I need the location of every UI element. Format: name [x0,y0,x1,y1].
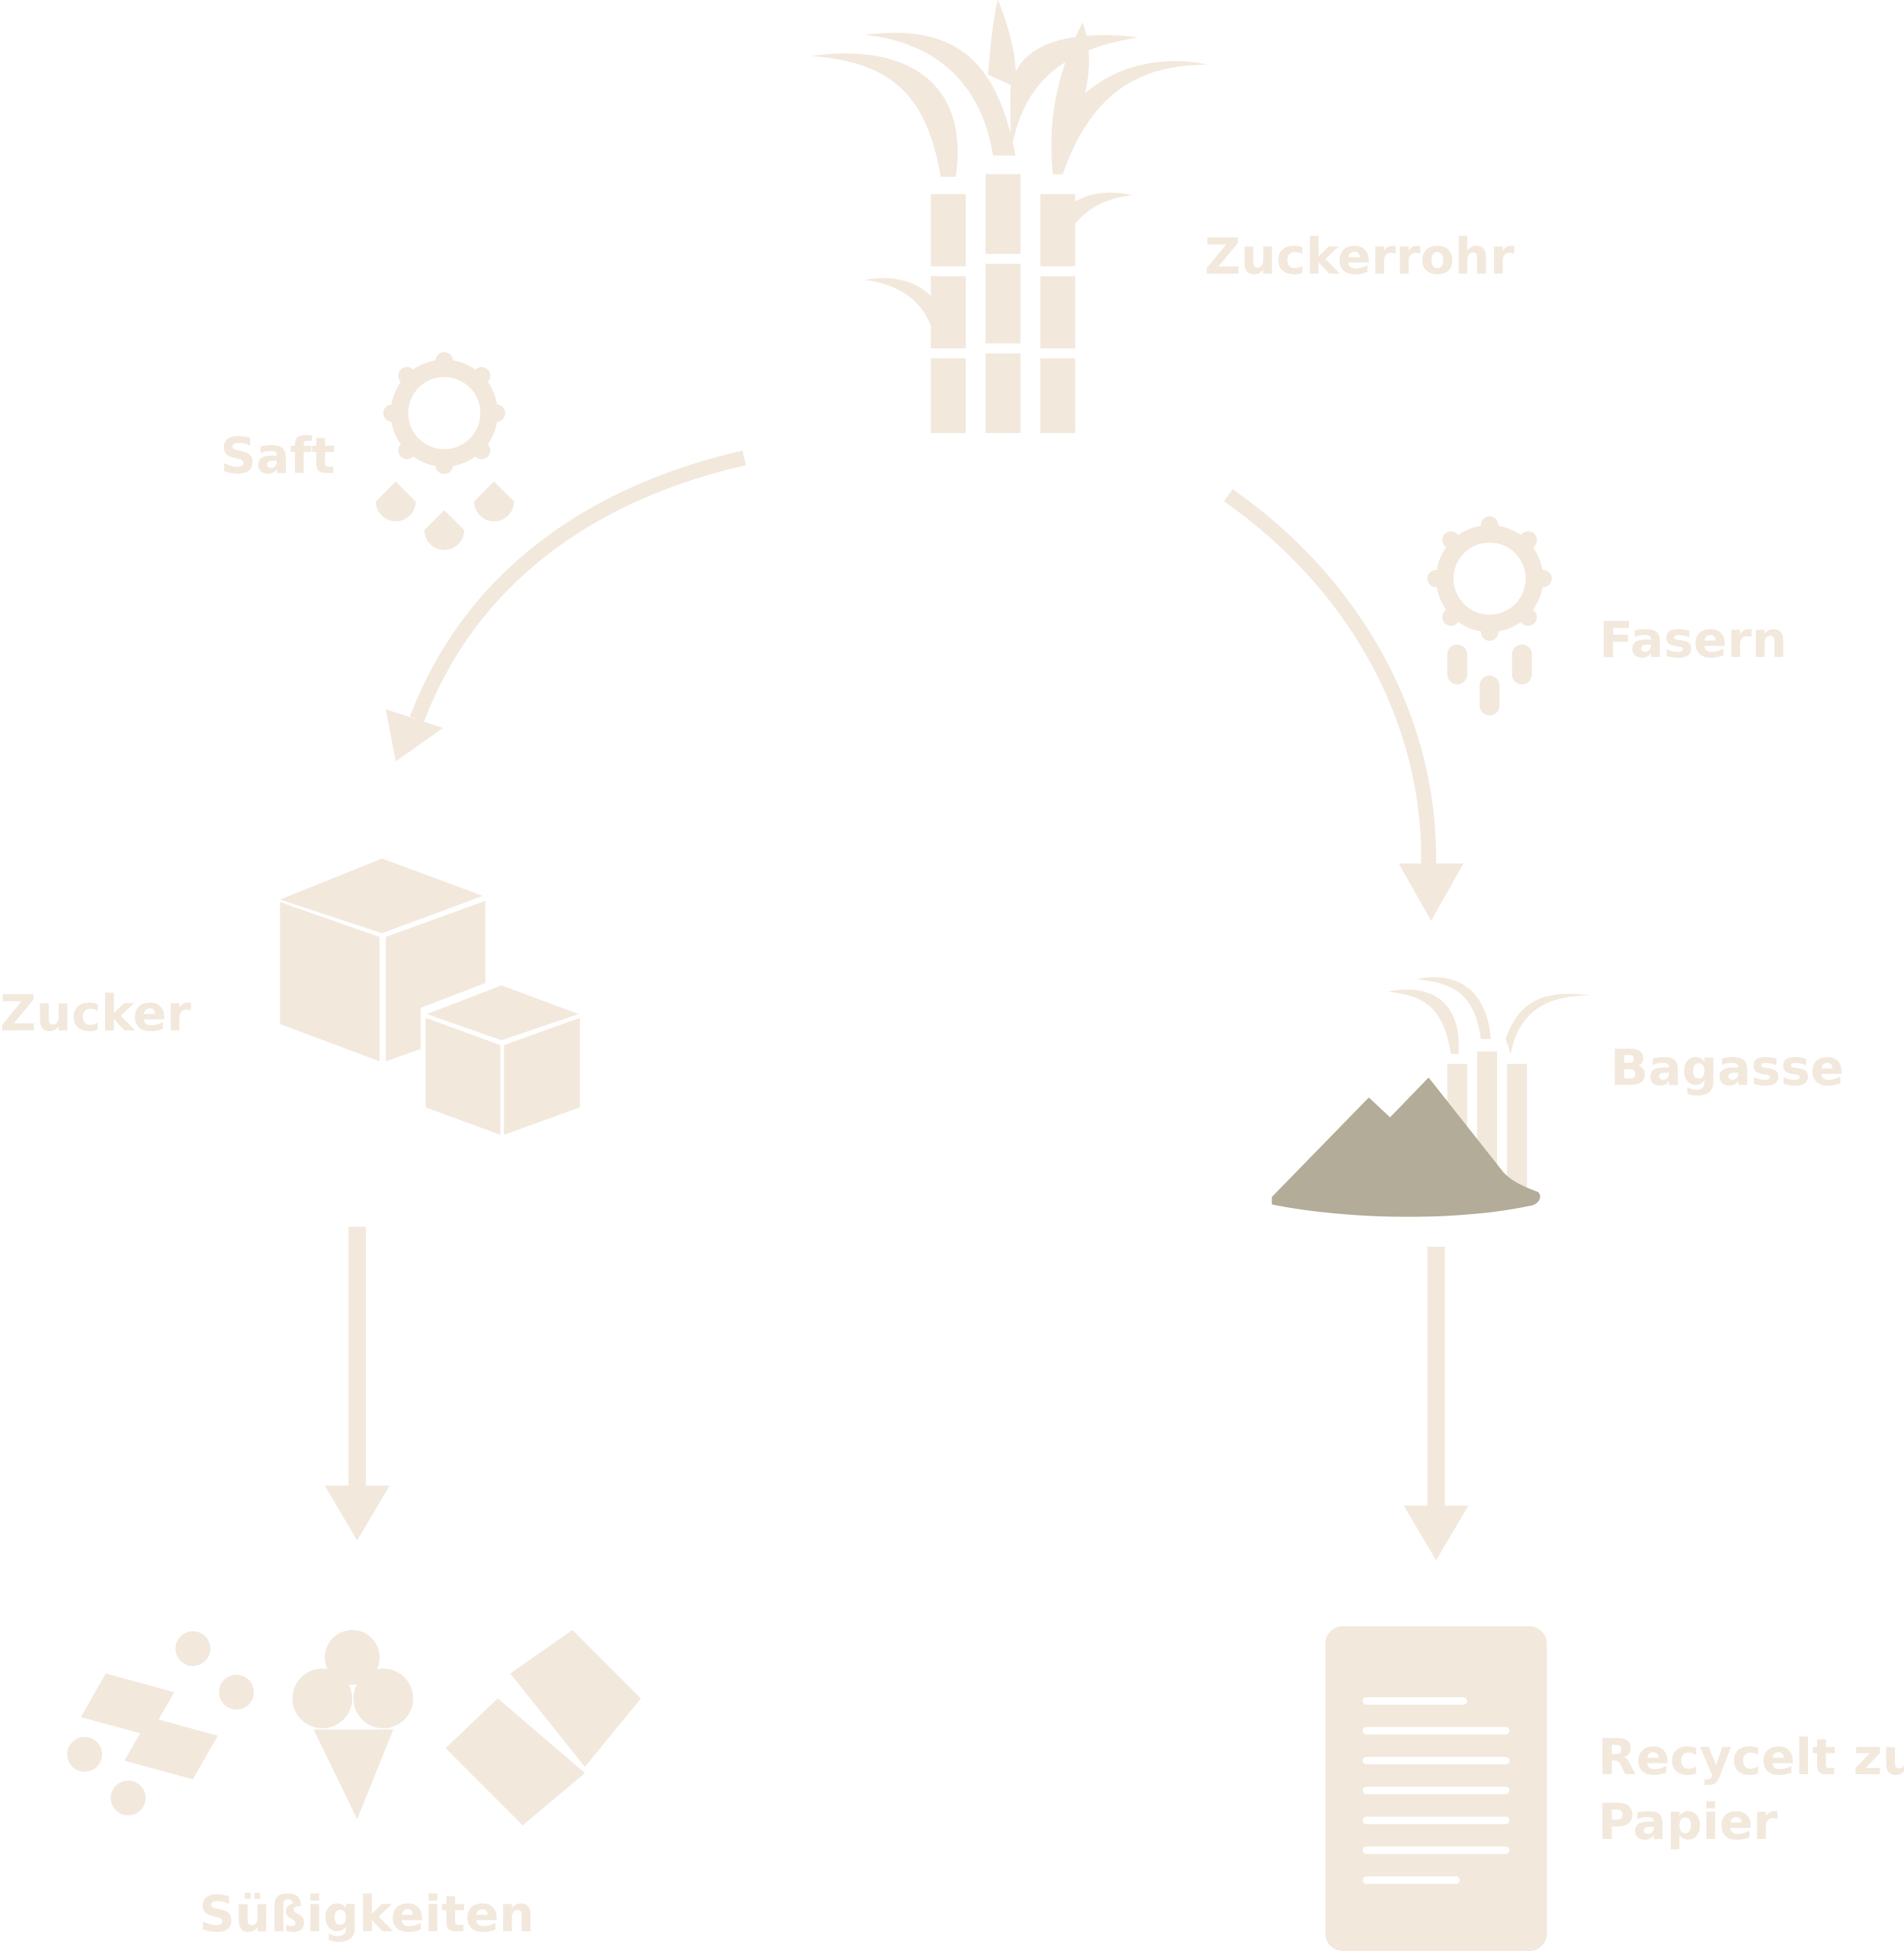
label-fasern: Fasern [1599,611,1787,669]
paper-icon [1325,1626,1547,1951]
gear-fibers-icon [1427,516,1552,716]
sugarcane-icon [811,0,1207,434]
label-recycelt-line2: Papier [1598,1793,1778,1851]
label-recycelt-line1: Recycelt zu [1598,1728,1904,1786]
arrow-sugar-to-sweets [325,1226,390,1541]
bagasse-pile-icon [1271,977,1591,1217]
label-bagasse: Bagasse [1611,1040,1845,1097]
label-suessigkeiten: Süßigkeiten [199,1885,534,1943]
arrow-cane-to-sugar [386,450,746,762]
arrow-bagasse-to-paper [1403,1246,1469,1561]
label-zucker: Zucker [0,985,191,1043]
gear-drops-icon [376,352,514,550]
sugar-cubes-icon [280,858,580,1135]
candy-icon [67,1631,255,1816]
arrow-cane-to-bagasse [1223,489,1464,921]
chocolate-icon [445,1629,641,1826]
label-zuckerrohr: Zuckerrohr [1204,228,1515,286]
label-saft: Saft [220,427,335,485]
ice-cream-icon [292,1629,414,1819]
